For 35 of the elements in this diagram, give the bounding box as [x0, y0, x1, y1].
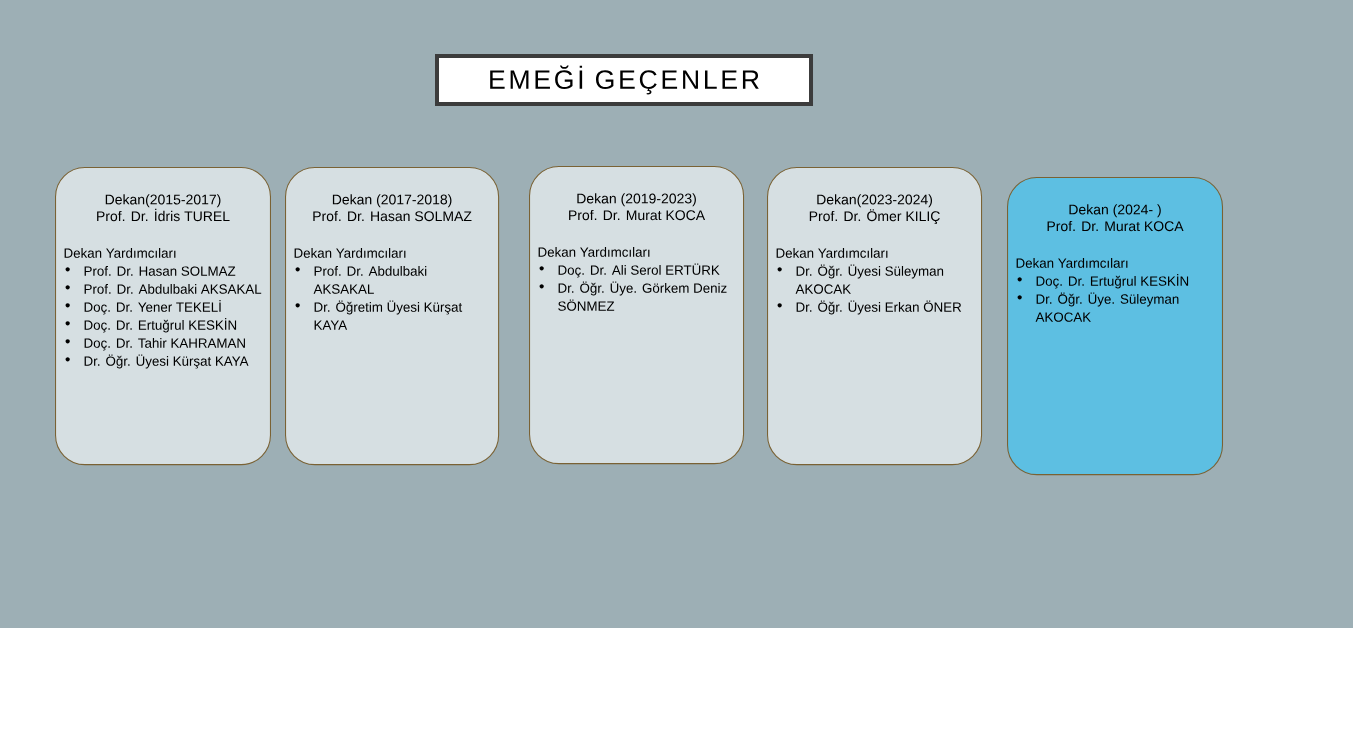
tenure-card: [767, 167, 983, 466]
list-item: Prof. Dr. Abdulbaki AKSAKAL: [295, 266, 427, 294]
list-item: Doç. Dr. Ertuğrul KESKİN: [65, 318, 237, 333]
dean-period: Dekan(2023-2024): [817, 194, 932, 208]
dean-name: Prof. Dr. Murat KOCA: [1047, 220, 1184, 232]
tenure-card: [285, 167, 500, 466]
dean-period: Dekan (2017-2018): [332, 194, 452, 208]
tenure-card: [529, 166, 745, 465]
dean-name: Prof. Dr. Murat KOCA: [569, 209, 706, 221]
dean-period: Dekan(2015-2017): [105, 194, 221, 208]
list-item: Doç. Dr. Ali Serol ERTÜRK: [539, 263, 720, 278]
subheading: Dekan Yardımcıları: [64, 248, 176, 258]
dean-period: Dekan (2019-2023): [577, 193, 696, 207]
list-item: Dr. Öğretim Üyesi Kürşat KAYA: [295, 300, 463, 330]
subheading: Dekan Yardımcıları: [294, 248, 406, 258]
title-box: EMEĞİ GEÇENLER: [435, 54, 813, 106]
list-item: Dr. Öğr. Üyesi Erkan ÖNER: [777, 300, 962, 315]
subheading: Dekan Yardımcıları: [538, 247, 650, 257]
list-item: Doç. Dr. Ertuğrul KESKİN: [1017, 274, 1189, 289]
dean-name: Prof. Dr. İdris TUREL: [97, 208, 230, 222]
subheading: Dekan Yardımcıları: [1016, 258, 1128, 268]
list-item: Dr. Öğr. Üye. Görkem Deniz SÖNMEZ: [539, 281, 727, 311]
dean-name: Prof. Dr. Ömer KILIÇ: [809, 209, 940, 224]
list-item: Doç. Dr. Tahir KAHRAMAN: [65, 338, 245, 351]
tenure-card: [1007, 177, 1223, 476]
list-item: Dr. Öğr. Üyesi Kürşat KAYA: [65, 354, 249, 369]
dean-period: Dekan (2024- ): [1069, 204, 1161, 218]
subheading: Dekan Yardımcıları: [776, 248, 888, 258]
list-item: Dr. Öğr. Üyesi Süleyman AKOCAK: [777, 264, 944, 294]
list-item: Prof. Dr. Abdulbaki AKSAKAL: [65, 284, 262, 294]
list-item: Prof. Dr. Hasan SOLMAZ: [65, 266, 236, 276]
dean-name: Prof. Dr. Hasan SOLMAZ: [313, 210, 472, 222]
list-item: Doç. Dr. Yener TEKELİ: [65, 300, 221, 315]
list-item: Dr. Öğr. Üye. Süleyman AKOCAK: [1017, 292, 1179, 322]
tenure-card: [55, 167, 271, 466]
